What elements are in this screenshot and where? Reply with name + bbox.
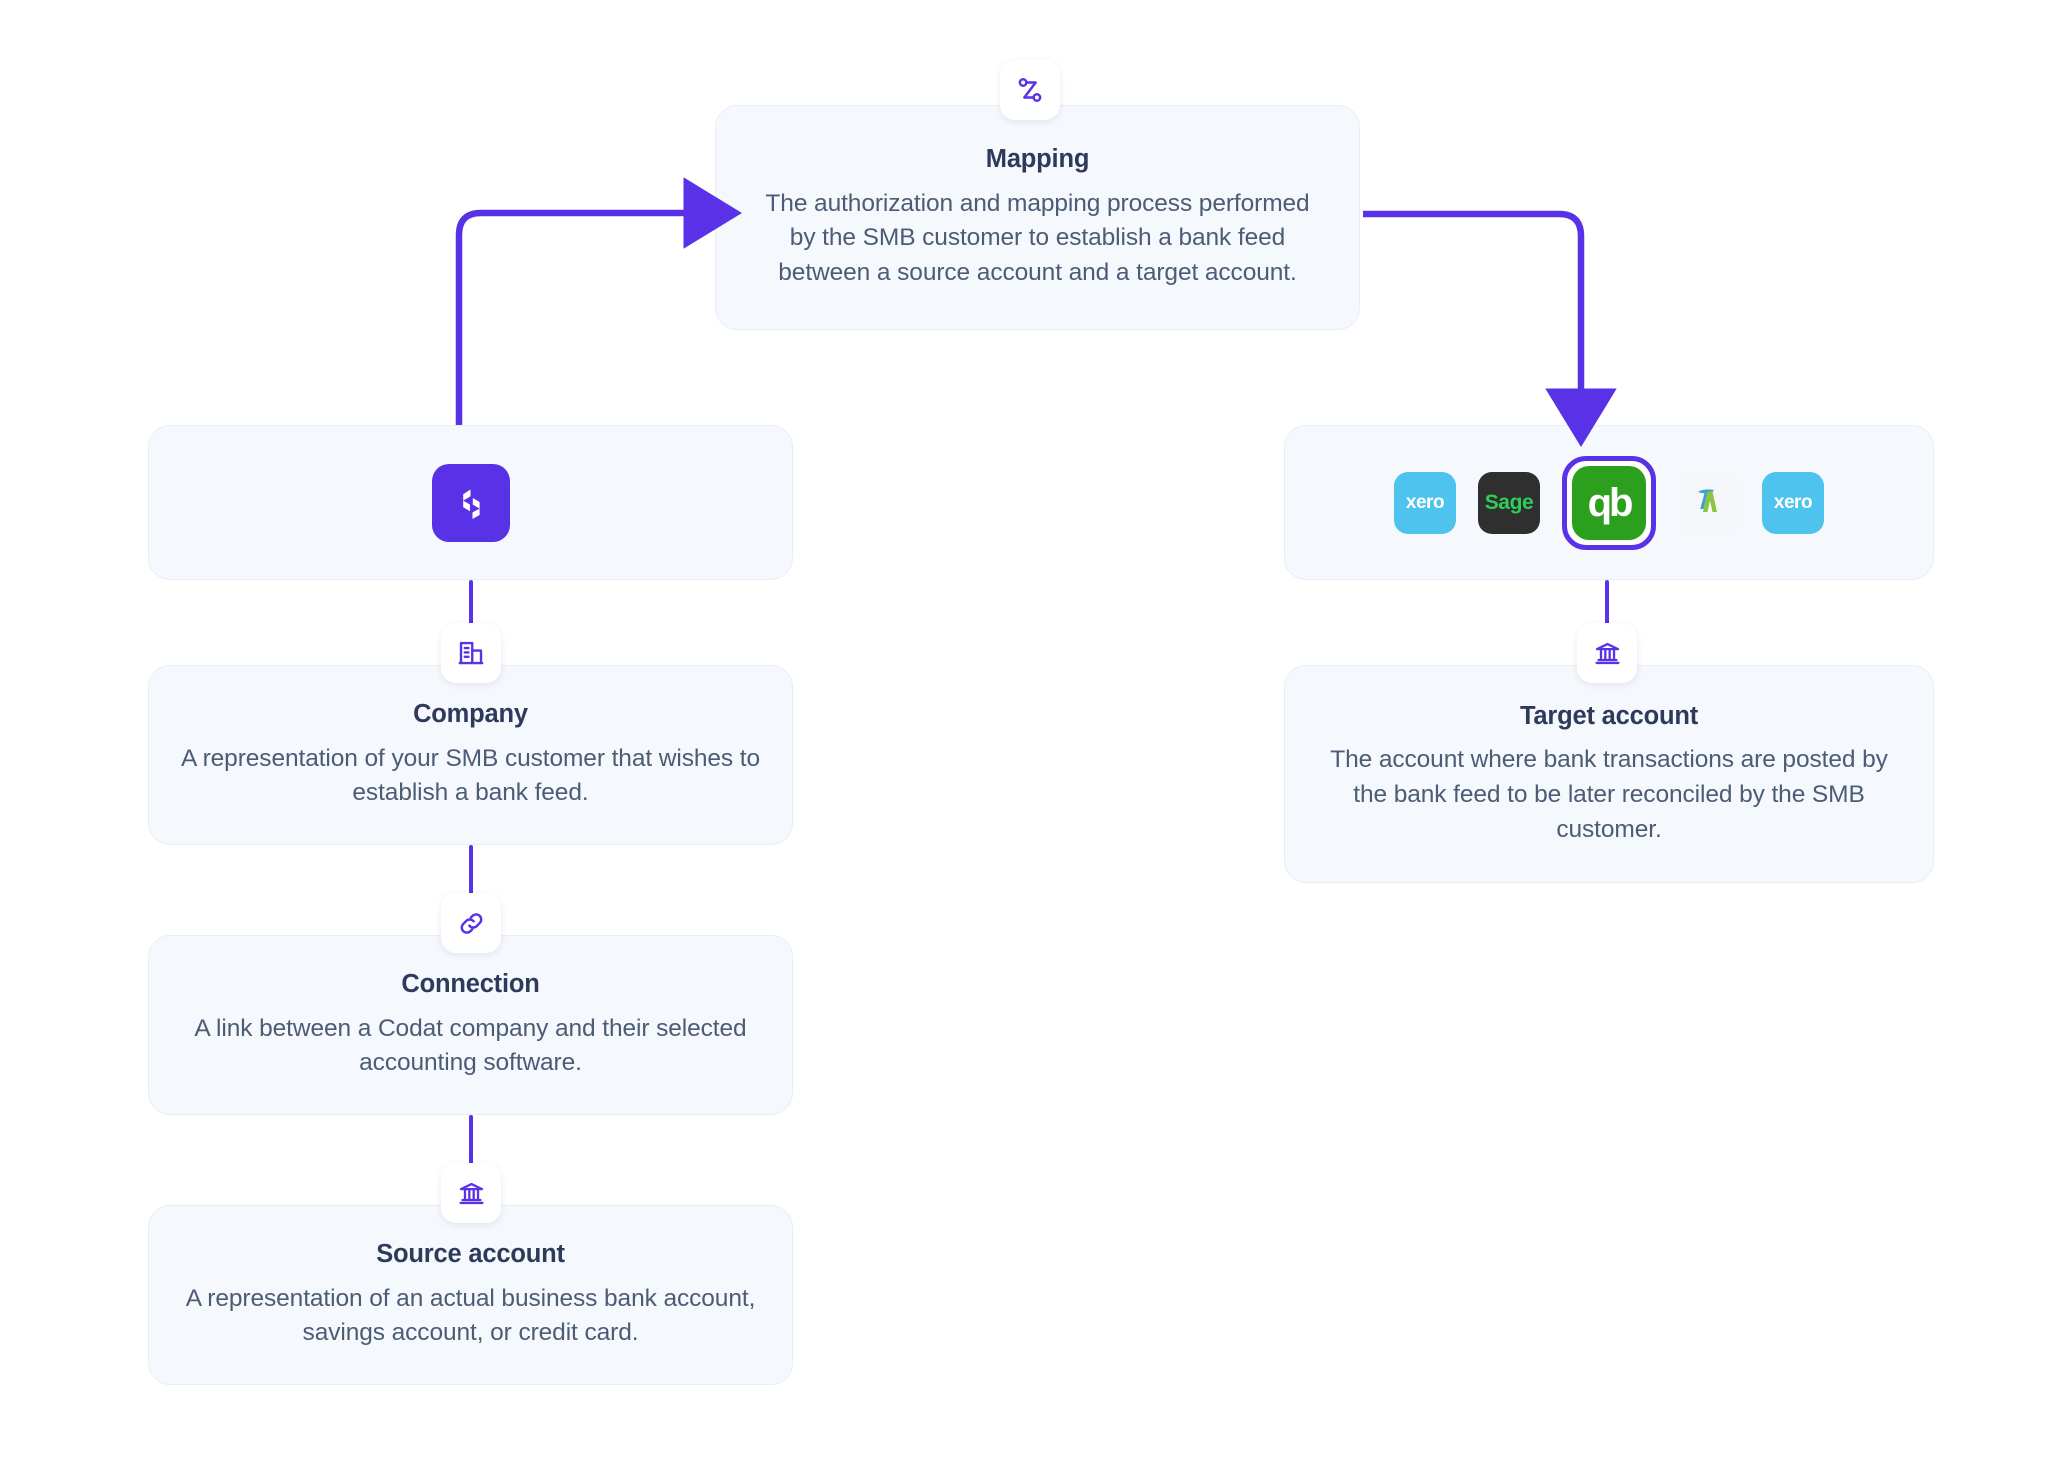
connector-codat-to-mapping	[455, 177, 742, 425]
line-platforms-to-target-account	[1605, 580, 1609, 665]
bank-icon-chip-target	[1577, 623, 1637, 683]
target-account-description: The account where bank transactions are …	[1330, 746, 1888, 843]
source-account-description: A representation of an actual business b…	[185, 1284, 756, 1347]
target-account-title: Target account	[1519, 701, 1699, 730]
connection-title: Connection	[401, 969, 540, 998]
mapping-card: Mapping The authorization and mapping pr…	[715, 105, 1360, 330]
bank-icon	[1593, 639, 1622, 668]
xero-wordmark: xero	[1405, 491, 1445, 513]
company-title: Company	[413, 699, 528, 728]
quickbooks-tile: qb	[1572, 465, 1646, 540]
xero-wordmark-2: xero	[1773, 491, 1813, 513]
mapping-description: The authorization and mapping process pe…	[765, 189, 1310, 287]
quickbooks-wordmark: qb	[1587, 480, 1634, 525]
company-description: A representation of your SMB customer th…	[181, 744, 760, 807]
target-account-card: Target account The account where bank tr…	[1284, 665, 1934, 883]
platform-logo-sage[interactable]: Sage	[1478, 471, 1540, 534]
mapping-title: Mapping	[985, 145, 1090, 174]
platform-logo-quickbooks-selected[interactable]: qb	[1562, 455, 1656, 550]
accounting-platforms-row: xero Sage qb xero	[1394, 455, 1824, 550]
sage-wordmark: Sage	[1484, 490, 1534, 514]
codat-box	[148, 425, 793, 580]
codat-logo-icon	[431, 463, 510, 542]
route-icon	[1015, 75, 1045, 105]
building-icon	[456, 638, 486, 668]
line-company-to-connection	[469, 845, 473, 930]
connection-description: A link between a Codat company and their…	[194, 1014, 747, 1077]
link-icon-chip	[441, 893, 501, 953]
line-codat-to-company	[469, 580, 473, 665]
platform-logo-xero-2[interactable]: xero	[1762, 471, 1824, 534]
building-icon-chip	[441, 623, 501, 683]
freeagent-icon	[1690, 481, 1728, 524]
platform-logo-xero-1[interactable]: xero	[1394, 471, 1456, 534]
line-connection-to-source-account	[469, 1115, 473, 1200]
company-card: Company A representation of your SMB cus…	[148, 665, 793, 845]
platform-logo-freeagent[interactable]	[1678, 471, 1740, 534]
connection-card: Connection A link between a Codat compan…	[148, 935, 793, 1115]
connector-mapping-to-platforms	[1363, 210, 1617, 447]
bank-icon	[457, 1179, 486, 1208]
source-account-title: Source account	[376, 1239, 565, 1268]
accounting-platforms-box: xero Sage qb xero	[1284, 425, 1934, 580]
source-account-card: Source account A representation of an ac…	[148, 1205, 793, 1385]
bank-icon-chip-source	[441, 1163, 501, 1223]
link-icon	[457, 909, 486, 938]
route-icon-chip	[1000, 60, 1060, 120]
